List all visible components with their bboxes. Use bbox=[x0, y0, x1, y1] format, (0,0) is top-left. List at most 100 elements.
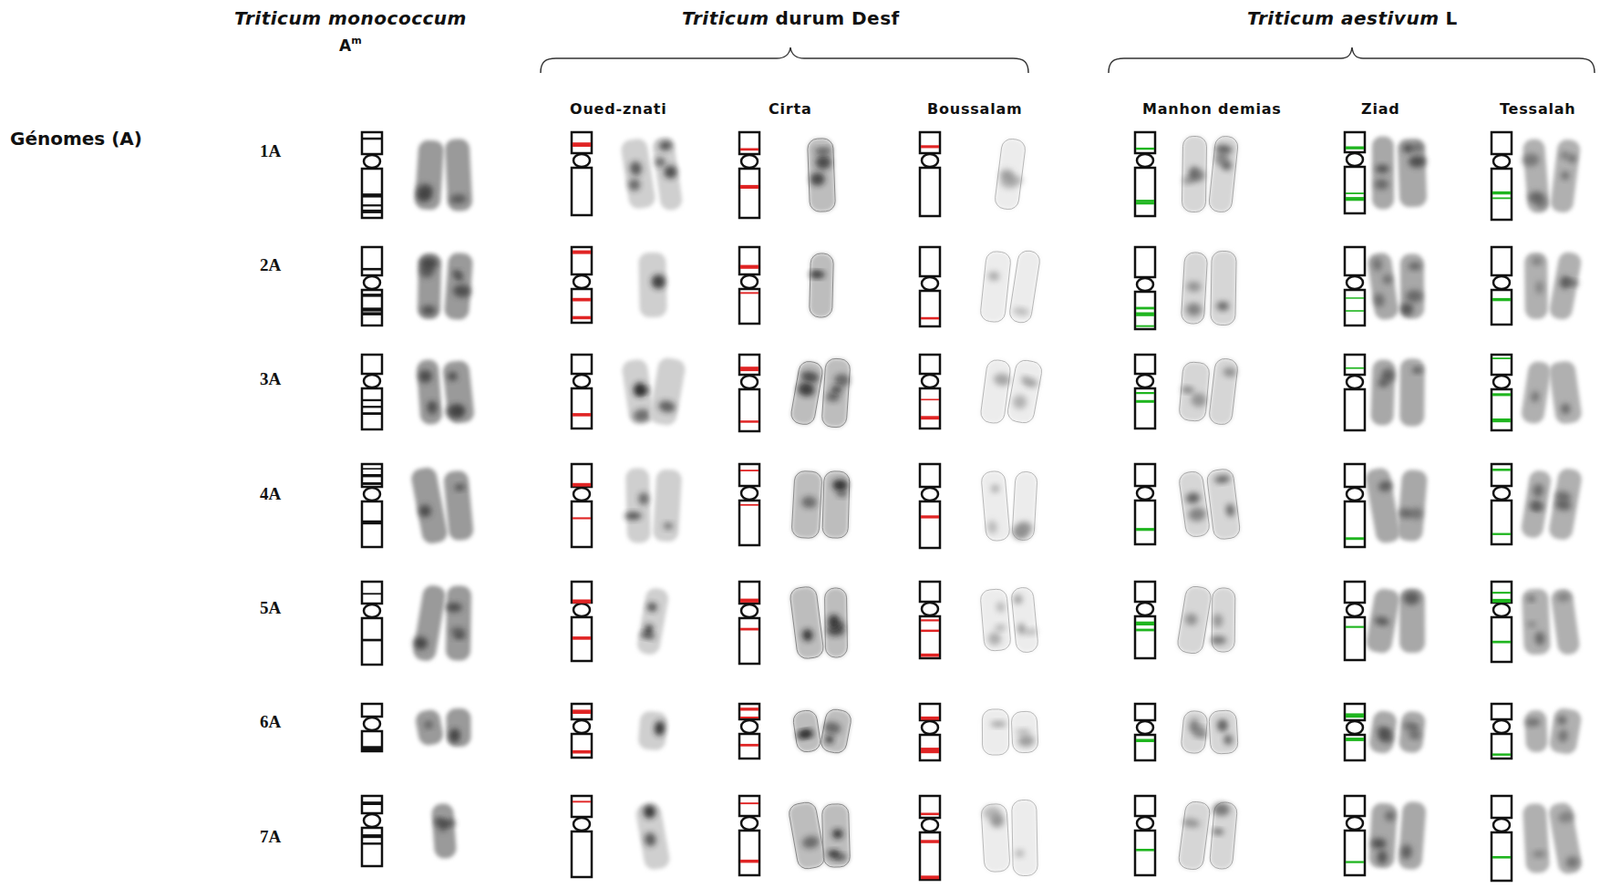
ideogram-centromere bbox=[363, 487, 381, 501]
ideogram-centromere bbox=[363, 604, 381, 618]
chromosome-photo bbox=[635, 586, 671, 656]
chromatid bbox=[1549, 138, 1582, 214]
ideogram-short-arm bbox=[1491, 581, 1512, 603]
chromatid bbox=[1520, 360, 1553, 425]
chromosome-cell bbox=[739, 703, 853, 759]
chromosome-cell bbox=[1491, 354, 1583, 431]
chromosome-photo bbox=[792, 709, 822, 754]
figure-label: Tessalah bbox=[1499, 100, 1577, 118]
chromosome-cell bbox=[1135, 464, 1241, 545]
ideogram-short-arm bbox=[361, 354, 382, 374]
figure-label: A bbox=[339, 36, 351, 55]
chromatin-band bbox=[650, 274, 666, 290]
ideogram-band bbox=[1135, 400, 1155, 403]
chromatid bbox=[1364, 587, 1402, 655]
chromatin-band bbox=[1214, 150, 1230, 166]
figure-label: durum Desf bbox=[775, 7, 900, 30]
chromatin-band bbox=[1381, 368, 1396, 383]
chromatin-band bbox=[454, 484, 465, 492]
chromatid bbox=[1399, 588, 1425, 653]
ideogram-band bbox=[362, 520, 382, 525]
chromatin-band bbox=[990, 721, 1007, 727]
ideogram-centromere bbox=[1493, 603, 1510, 617]
chromatid-outline bbox=[821, 804, 850, 868]
chromatid bbox=[822, 471, 850, 539]
chromatin-band bbox=[1021, 377, 1039, 389]
chromatin-band bbox=[795, 730, 815, 741]
ideogram-band bbox=[362, 209, 382, 214]
chromatin-band bbox=[638, 492, 650, 506]
ideogram-band bbox=[1492, 591, 1511, 594]
chromosome-photo bbox=[821, 804, 850, 868]
ideogram-band bbox=[362, 842, 382, 845]
chromosome-photo bbox=[1519, 469, 1552, 540]
ideogram-centromere bbox=[1346, 487, 1363, 501]
ideogram-band bbox=[1492, 298, 1511, 301]
ideogram-long-arm bbox=[919, 616, 940, 659]
chromatid bbox=[1398, 710, 1427, 754]
chromosome-cell bbox=[1344, 132, 1428, 214]
chromatid-outline bbox=[980, 250, 1012, 323]
ideogram-band bbox=[740, 707, 759, 711]
chromosome-photo bbox=[1396, 468, 1429, 542]
chromosome-photo bbox=[410, 465, 450, 546]
chromosome-photo bbox=[1207, 801, 1238, 870]
ideogram-centromere bbox=[921, 154, 939, 167]
ideogram-band bbox=[362, 592, 382, 595]
chromatid bbox=[821, 804, 850, 868]
ideogram-short-arm bbox=[1344, 703, 1365, 721]
chromatin-band bbox=[1187, 506, 1208, 523]
chromatid bbox=[1011, 799, 1039, 877]
ideogram-long-arm bbox=[1491, 289, 1512, 325]
ideogram-short-arm bbox=[919, 795, 940, 818]
ideogram-band bbox=[740, 291, 759, 294]
ideogram-band bbox=[362, 193, 382, 197]
ideogram-long-arm bbox=[1491, 389, 1512, 431]
ideogram-long-arm bbox=[1491, 617, 1512, 662]
ideogram-band bbox=[362, 293, 382, 298]
group-bracket bbox=[1108, 47, 1595, 73]
chromosome-photo bbox=[1176, 585, 1212, 656]
ideogram-band bbox=[1135, 201, 1155, 205]
chromatid bbox=[444, 138, 474, 212]
figure-label: Manhon demias bbox=[1142, 100, 1282, 118]
chromatid bbox=[1368, 709, 1399, 754]
ideogram-long-arm bbox=[361, 501, 382, 548]
chromosome-photo bbox=[1520, 360, 1553, 425]
figure-label: Génomes (A) bbox=[10, 127, 143, 150]
ideogram-centromere bbox=[1136, 486, 1154, 500]
ideogram-short-arm bbox=[739, 132, 760, 155]
ideogram-band bbox=[740, 716, 759, 719]
chromatin-band bbox=[1531, 257, 1543, 267]
ideogram-centromere bbox=[1346, 276, 1363, 290]
ideogram-long-arm bbox=[1135, 830, 1156, 876]
label-group: Cirta bbox=[768, 100, 813, 118]
chromatid bbox=[1397, 801, 1427, 871]
ideogram-long-arm bbox=[919, 832, 940, 880]
chromatin-band bbox=[1017, 622, 1026, 635]
figure-label: 2A bbox=[259, 255, 281, 276]
chromosome-cell bbox=[1491, 795, 1585, 881]
ideogram-band bbox=[362, 405, 382, 408]
chromatin-band bbox=[1185, 302, 1202, 318]
chromatin-band bbox=[452, 284, 472, 299]
chromatin-band bbox=[1186, 280, 1201, 292]
chromatid bbox=[1396, 468, 1429, 542]
ideogram-band bbox=[1492, 418, 1511, 423]
ideogram-long-arm bbox=[1344, 289, 1365, 326]
chromosome-cell bbox=[571, 247, 668, 323]
chromosome-cell bbox=[1135, 795, 1239, 876]
ideogram-short-arm bbox=[1344, 464, 1365, 487]
chromosome-photo bbox=[634, 802, 671, 872]
chromatid-outline bbox=[792, 709, 822, 754]
chromatin-band bbox=[1410, 506, 1424, 520]
chromatin-band bbox=[657, 399, 677, 414]
chromatid bbox=[431, 803, 457, 860]
chromatin-band bbox=[1400, 844, 1413, 860]
label-group: Ziad bbox=[1361, 100, 1401, 118]
ideogram-band bbox=[572, 412, 591, 417]
chromatid bbox=[415, 359, 443, 426]
ideogram-centromere bbox=[573, 603, 590, 617]
chromosome-photo bbox=[652, 468, 683, 543]
ideogram-centromere bbox=[573, 487, 590, 501]
